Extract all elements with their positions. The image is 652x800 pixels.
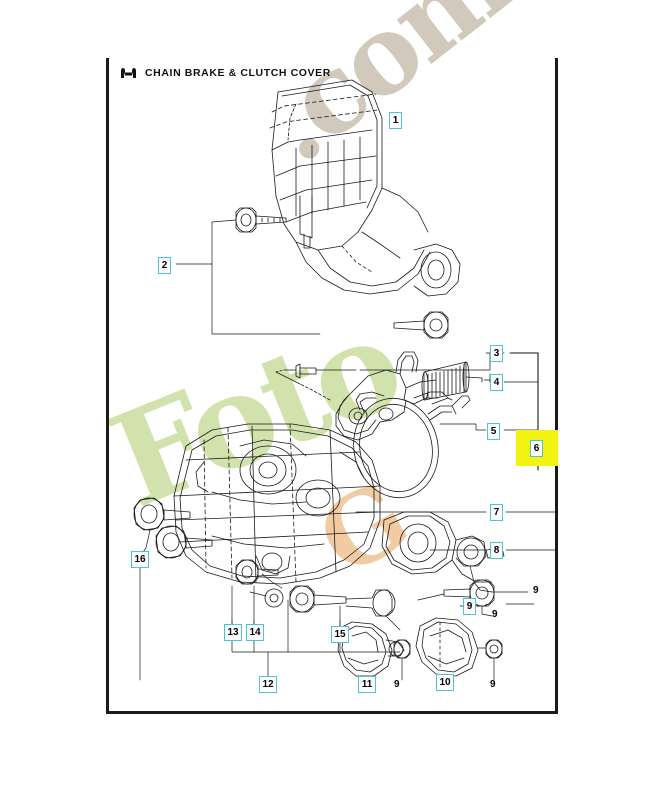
- callout-label-4[interactable]: 4: [490, 374, 503, 391]
- callout-label-8[interactable]: 8: [490, 542, 503, 559]
- frame-right-border: [555, 58, 558, 714]
- callout-label-10[interactable]: 10: [436, 674, 454, 691]
- callout-label-12[interactable]: 12: [259, 676, 277, 693]
- callout-label-16[interactable]: 16: [131, 551, 149, 568]
- callout-label-13[interactable]: 13: [224, 624, 242, 641]
- callout-label-6[interactable]: 6: [530, 440, 543, 457]
- callout-label-7[interactable]: 7: [490, 504, 503, 521]
- callout-label-14[interactable]: 14: [246, 624, 264, 641]
- callout-plain-9-right-upper[interactable]: 9: [533, 585, 539, 596]
- diagram-frame: [106, 58, 558, 714]
- callout-label-1[interactable]: 1: [389, 112, 402, 129]
- callout-plain-9-bottom-mid[interactable]: 9: [394, 679, 400, 690]
- callout-label-2[interactable]: 2: [158, 257, 171, 274]
- callout-label-3[interactable]: 3: [490, 345, 503, 362]
- diagram-header: CHAIN BRAKE & CLUTCH COVER: [120, 66, 331, 79]
- callout-label-11[interactable]: 11: [358, 676, 376, 693]
- frame-bottom-border: [106, 711, 558, 714]
- callout-plain-9-right-lower[interactable]: 9: [492, 609, 498, 620]
- callout-label-5[interactable]: 5: [487, 423, 500, 440]
- husqvarna-crown-icon: [121, 68, 136, 78]
- page-title: CHAIN BRAKE & CLUTCH COVER: [145, 66, 331, 79]
- callout-label-9[interactable]: 9: [463, 598, 476, 615]
- frame-left-border: [106, 58, 109, 714]
- callout-plain-9-bottom-right[interactable]: 9: [490, 679, 496, 690]
- callout-label-15[interactable]: 15: [331, 626, 349, 643]
